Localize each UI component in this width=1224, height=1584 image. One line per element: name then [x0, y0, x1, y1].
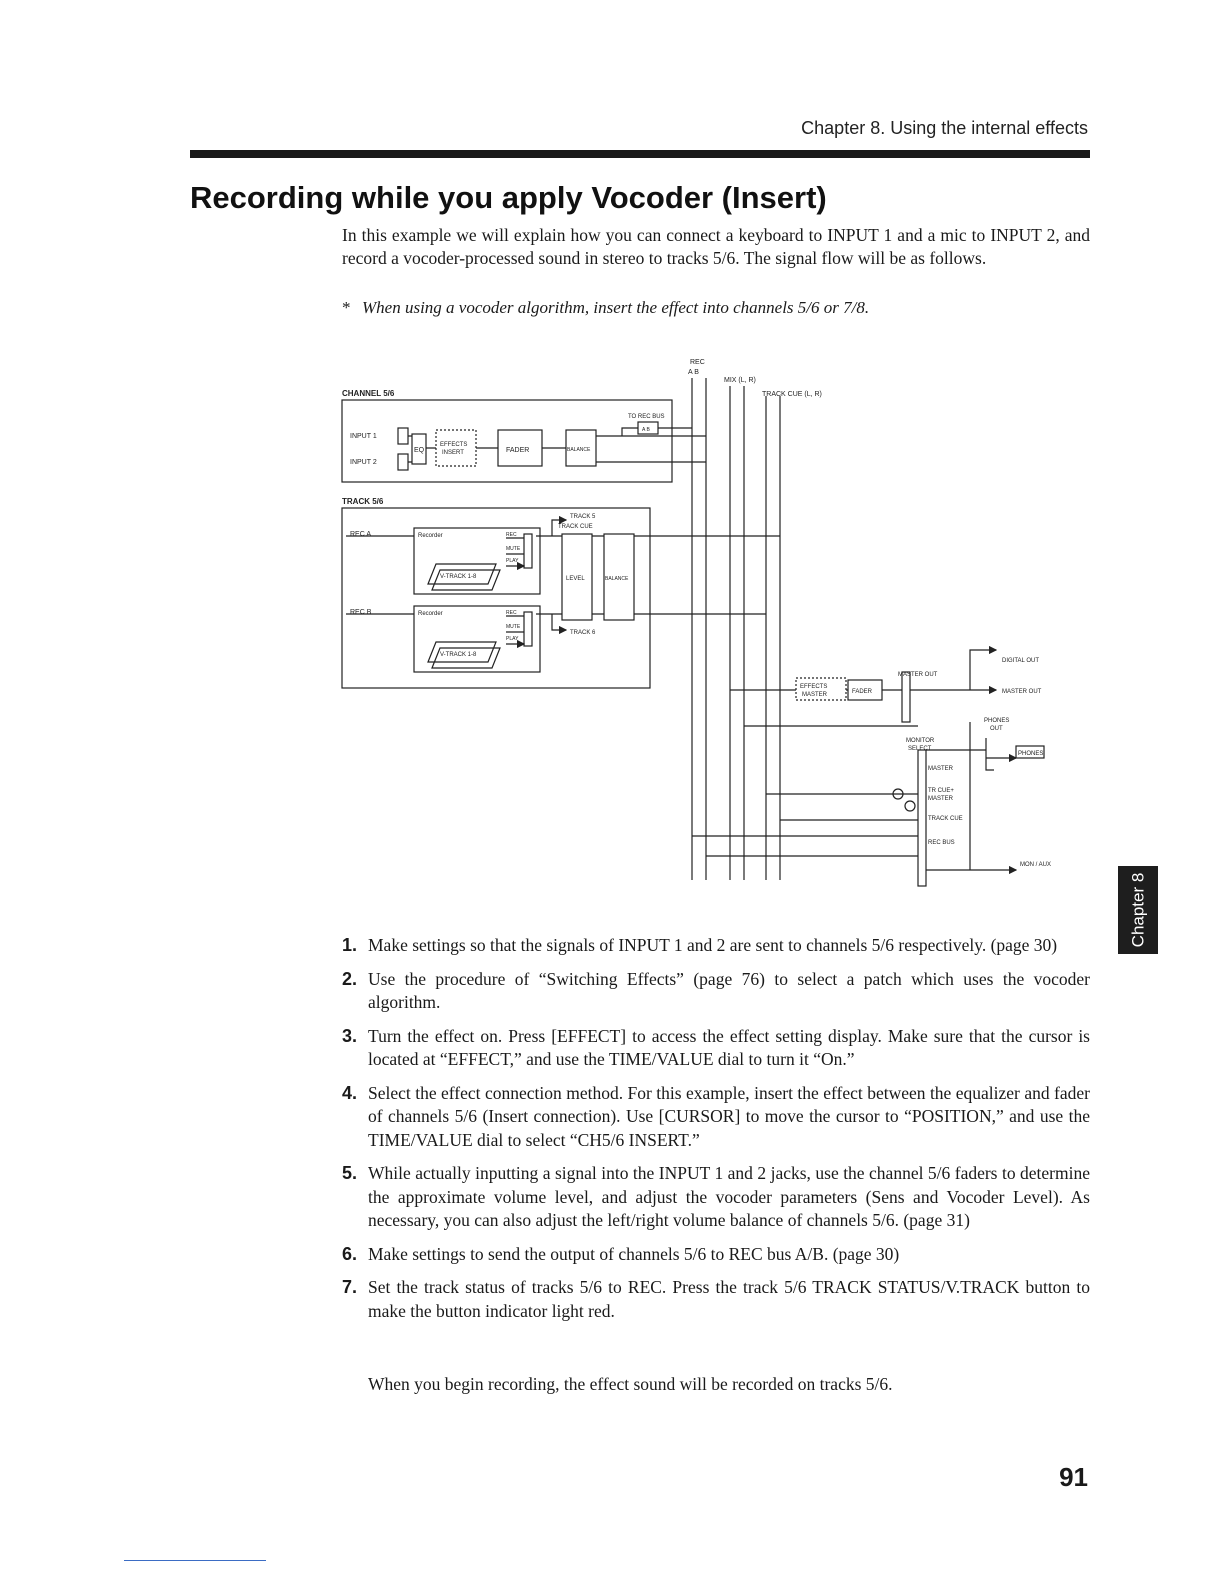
master-fader-label: FADER — [852, 689, 873, 695]
step-text: Make settings so that the signals of INP… — [368, 935, 1058, 955]
level-label: LEVEL — [566, 576, 585, 582]
step-number: 6. — [342, 1243, 358, 1264]
balance-label: BALANCE — [567, 447, 591, 453]
step-text: Turn the effect on. Press [EFFECT] to ac… — [368, 1025, 1090, 1070]
step-number: 5. — [342, 1163, 358, 1183]
step-text: Set the track status of tracks 5/6 to RE… — [368, 1277, 1090, 1321]
chapter-side-tab: Chapter 8 — [1118, 866, 1158, 954]
master-out-label: MASTER OUT — [1002, 689, 1042, 695]
channel-label: CHANNEL 5/6 — [342, 389, 395, 398]
mute-b-label: MUTE — [506, 624, 521, 630]
track6-label: TRACK 6 — [570, 630, 596, 636]
effects-insert-label-2: INSERT — [442, 450, 464, 456]
closing-paragraph: When you begin recording, the effect sou… — [368, 1374, 893, 1394]
step-item: 3. Turn the effect on. Press [EFFECT] to … — [342, 1025, 1090, 1072]
track-balance-label: BALANCE — [605, 576, 629, 582]
step-item: 4. Select the effect connection method. F… — [342, 1082, 1090, 1153]
sel-track-cue-label: TRACK CUE — [928, 816, 963, 822]
track-cue-label: TRACK CUE — [558, 524, 593, 530]
to-rec-bus-label: TO REC BUS — [628, 414, 665, 420]
monitor-select-label-1: MONITOR — [906, 738, 935, 744]
footer-line — [124, 1560, 266, 1561]
recorder-b-label: Recorder — [418, 611, 443, 617]
input2-label: INPUT 2 — [350, 459, 377, 466]
note-asterisk: * — [342, 298, 351, 317]
rec-out-b-label: REC — [506, 610, 517, 616]
effects-master-label-2: MASTER — [802, 692, 828, 698]
effects-master-label-1: EFFECTS — [800, 684, 827, 690]
track-label: TRACK 5/6 — [342, 497, 384, 506]
vtrack-a-label: V-TRACK 1-8 — [440, 574, 477, 580]
phones-out-label-1: PHONES — [984, 718, 1009, 724]
phones-jack-box — [1015, 745, 1045, 759]
sel-rec-bus-label: REC BUS — [928, 840, 955, 846]
phones-out-label-2: OUT — [990, 726, 1003, 732]
effects-insert-box — [435, 429, 477, 467]
mix-node-2 — [904, 800, 916, 812]
rec-out-a-label: REC — [506, 532, 517, 538]
monitor-select-bar — [917, 749, 927, 887]
recorder-a-label: Recorder — [418, 533, 443, 539]
step-text: While actually inputting a signal into t… — [368, 1163, 1090, 1230]
note-text: When using a vocoder algorithm, insert t… — [362, 298, 870, 317]
monitor-select-label-2: SELECT — [908, 746, 932, 752]
vtrack-b-label: V-TRACK 1-8 — [440, 652, 477, 658]
level-box — [561, 533, 593, 621]
effects-master-box — [795, 677, 847, 701]
rec-a-label: REC A — [350, 531, 371, 538]
fader-label: FADER — [506, 447, 529, 454]
recorder-a-box — [413, 527, 541, 595]
step-text: Select the effect connection method. For… — [368, 1082, 1090, 1150]
step-text: Make settings to send the output of chan… — [368, 1243, 900, 1264]
recorder-b-box — [413, 605, 541, 673]
signal-flow-diagram: REC A B MIX (L, R) TRACK CUE (L, R) CHAN… — [341, 359, 1051, 887]
mon-aux-label: MON / AUX — [1020, 862, 1051, 868]
header-rule — [190, 150, 1090, 158]
master-out-top-label: MASTER OUT — [898, 672, 938, 678]
note: * When using a vocoder algorithm, insert … — [342, 298, 1090, 318]
section-title: Recording while you apply Vocoder (Inser… — [190, 180, 827, 215]
rec-label: REC — [690, 359, 705, 366]
mix-label: MIX (L, R) — [724, 377, 756, 384]
page-number: 91 — [1059, 1462, 1088, 1492]
input1-label: INPUT 1 — [350, 433, 377, 440]
play-b-label: PLAY — [506, 636, 519, 642]
step-text: Use the procedure of “Switching Effects”… — [368, 968, 1090, 1013]
step-number: 7. — [342, 1277, 358, 1297]
chapter-side-tab-label: Chapter 8 — [1128, 872, 1148, 948]
step-number: 2. — [342, 968, 358, 989]
step-number: 1. — [342, 935, 358, 955]
steps-list: 1. Make settings so that the signals of I… — [342, 934, 1090, 1333]
effects-insert-label-1: EFFECTS — [440, 442, 467, 448]
sel-trcue-label-2: MASTER — [928, 796, 954, 802]
phones-label: PHONES — [1018, 751, 1043, 757]
eq-label: EQ — [414, 447, 425, 454]
step-item: 2. Use the procedure of “Switching Effect… — [342, 968, 1090, 1015]
step-number: 4. — [342, 1082, 358, 1103]
intro-paragraph: In this example we will explain how you … — [342, 225, 1090, 268]
running-header: Chapter 8. Using the internal effects — [801, 118, 1088, 138]
track5-label: TRACK 5 — [570, 514, 596, 520]
step-item: 5. While actually inputting a signal into… — [342, 1162, 1090, 1233]
rec-b-label: REC B — [350, 609, 372, 616]
sel-master-label: MASTER — [928, 766, 954, 772]
step-item: 1. Make settings so that the signals of I… — [342, 934, 1090, 958]
rec-ab-label: A B — [688, 369, 699, 376]
step-item: 6. Make settings to send the output of ch… — [342, 1243, 1090, 1267]
mute-a-label: MUTE — [506, 546, 521, 552]
mix-node-1 — [892, 788, 904, 800]
sel-trcue-label-1: TR CUE+ — [928, 788, 954, 794]
track-cue-lr-label: TRACK CUE (L, R) — [762, 391, 822, 398]
channel-block — [341, 399, 673, 483]
eq-box — [411, 433, 427, 465]
track-block — [341, 507, 651, 689]
ab-label: A B — [642, 427, 650, 433]
step-number: 3. — [342, 1025, 358, 1046]
step-item: 7. Set the track status of tracks 5/6 to … — [342, 1276, 1090, 1323]
play-a-label: PLAY — [506, 558, 519, 564]
digital-out-label: DIGITAL OUT — [1002, 658, 1039, 664]
track-balance-box — [603, 533, 635, 621]
